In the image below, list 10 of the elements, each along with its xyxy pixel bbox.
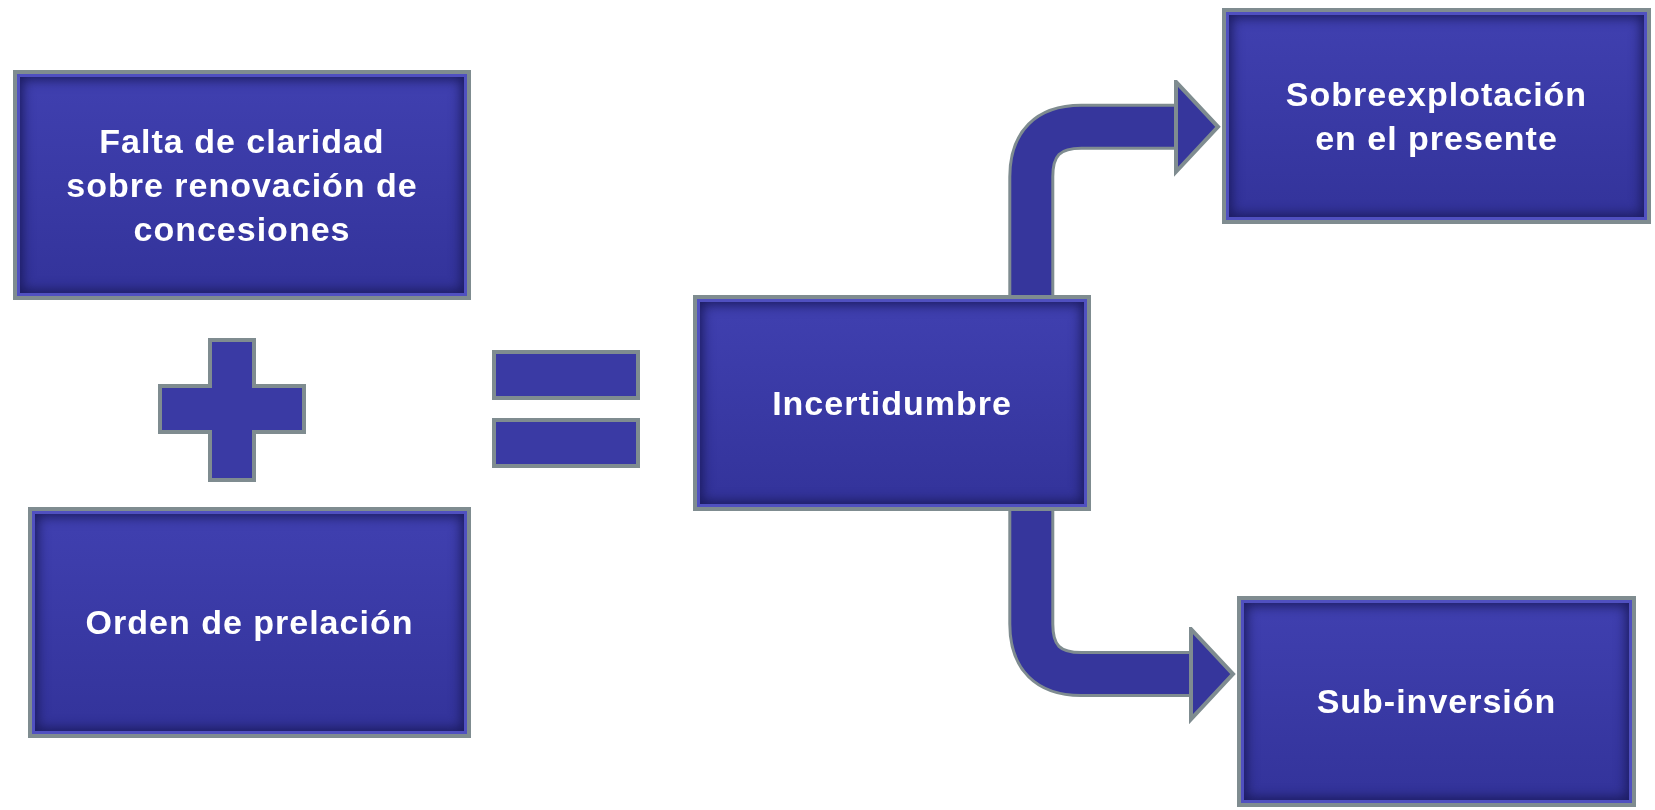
box-label: Incertidumbre	[771, 382, 1013, 424]
process-box	[28, 507, 471, 738]
box-label: Orden de prelación	[84, 602, 415, 644]
process-box	[1222, 8, 1651, 224]
process-box	[1237, 596, 1636, 807]
box-label: Sub-inversión	[1315, 681, 1558, 723]
process-box	[13, 70, 471, 300]
box-label: Falta de claridad sobre renovación de concesiones	[65, 120, 419, 251]
process-box	[693, 295, 1091, 511]
box-label: Sobreexplotación en el presente	[1284, 73, 1589, 159]
